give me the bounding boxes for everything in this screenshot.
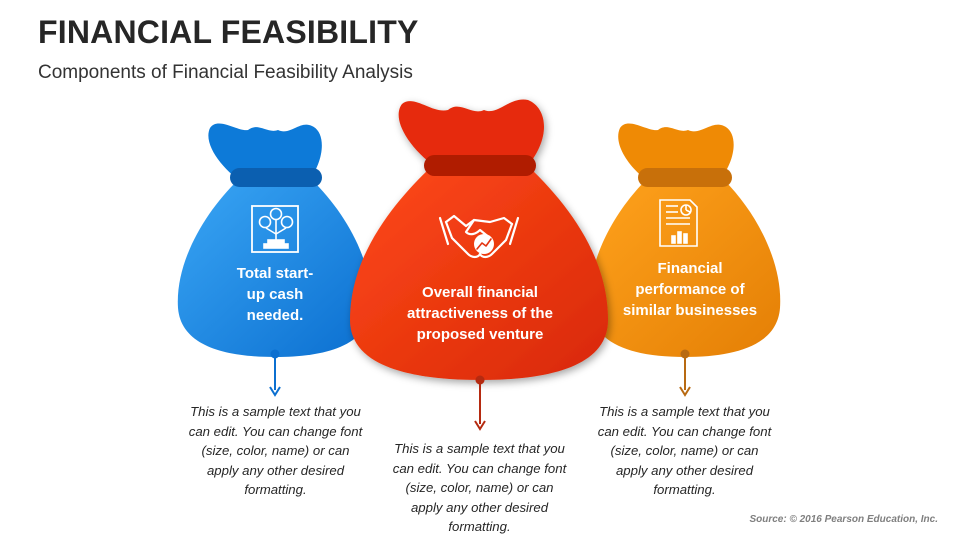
slide-title: FINANCIAL FEASIBILITY (38, 14, 419, 50)
description-blue: This is a sample text that you can edit.… (188, 404, 363, 497)
bag-label-red: Overall financial attractiveness of the … (407, 284, 553, 343)
bag-red-knot (424, 155, 536, 176)
handshake-icon (438, 214, 520, 259)
bag-orange-knot (638, 168, 732, 187)
bag-orange-body (589, 180, 781, 357)
description-orange: This is a sample text that you can edit.… (597, 404, 772, 497)
bag-red-top (398, 99, 544, 170)
slide-subtitle: Components of Financial Feasibility Anal… (38, 62, 413, 83)
report-chart-icon (659, 199, 698, 247)
bag-label-orange: Financial performance of similar busines… (622, 260, 758, 319)
bag-blue-knot (230, 168, 322, 187)
bag-blue (177, 123, 372, 397)
source-note: Source: © 2016 Pearson Education, Inc. (749, 514, 938, 525)
money-tree-icon (251, 205, 299, 253)
bag-red (350, 99, 608, 380)
bag-orange (589, 123, 781, 397)
bag-label-blue: Total start- up cash needed. (236, 265, 314, 324)
description-red: This is a sample text that you can edit.… (392, 441, 567, 534)
bag-blue-body (177, 180, 372, 357)
bag-red-body (350, 166, 608, 380)
